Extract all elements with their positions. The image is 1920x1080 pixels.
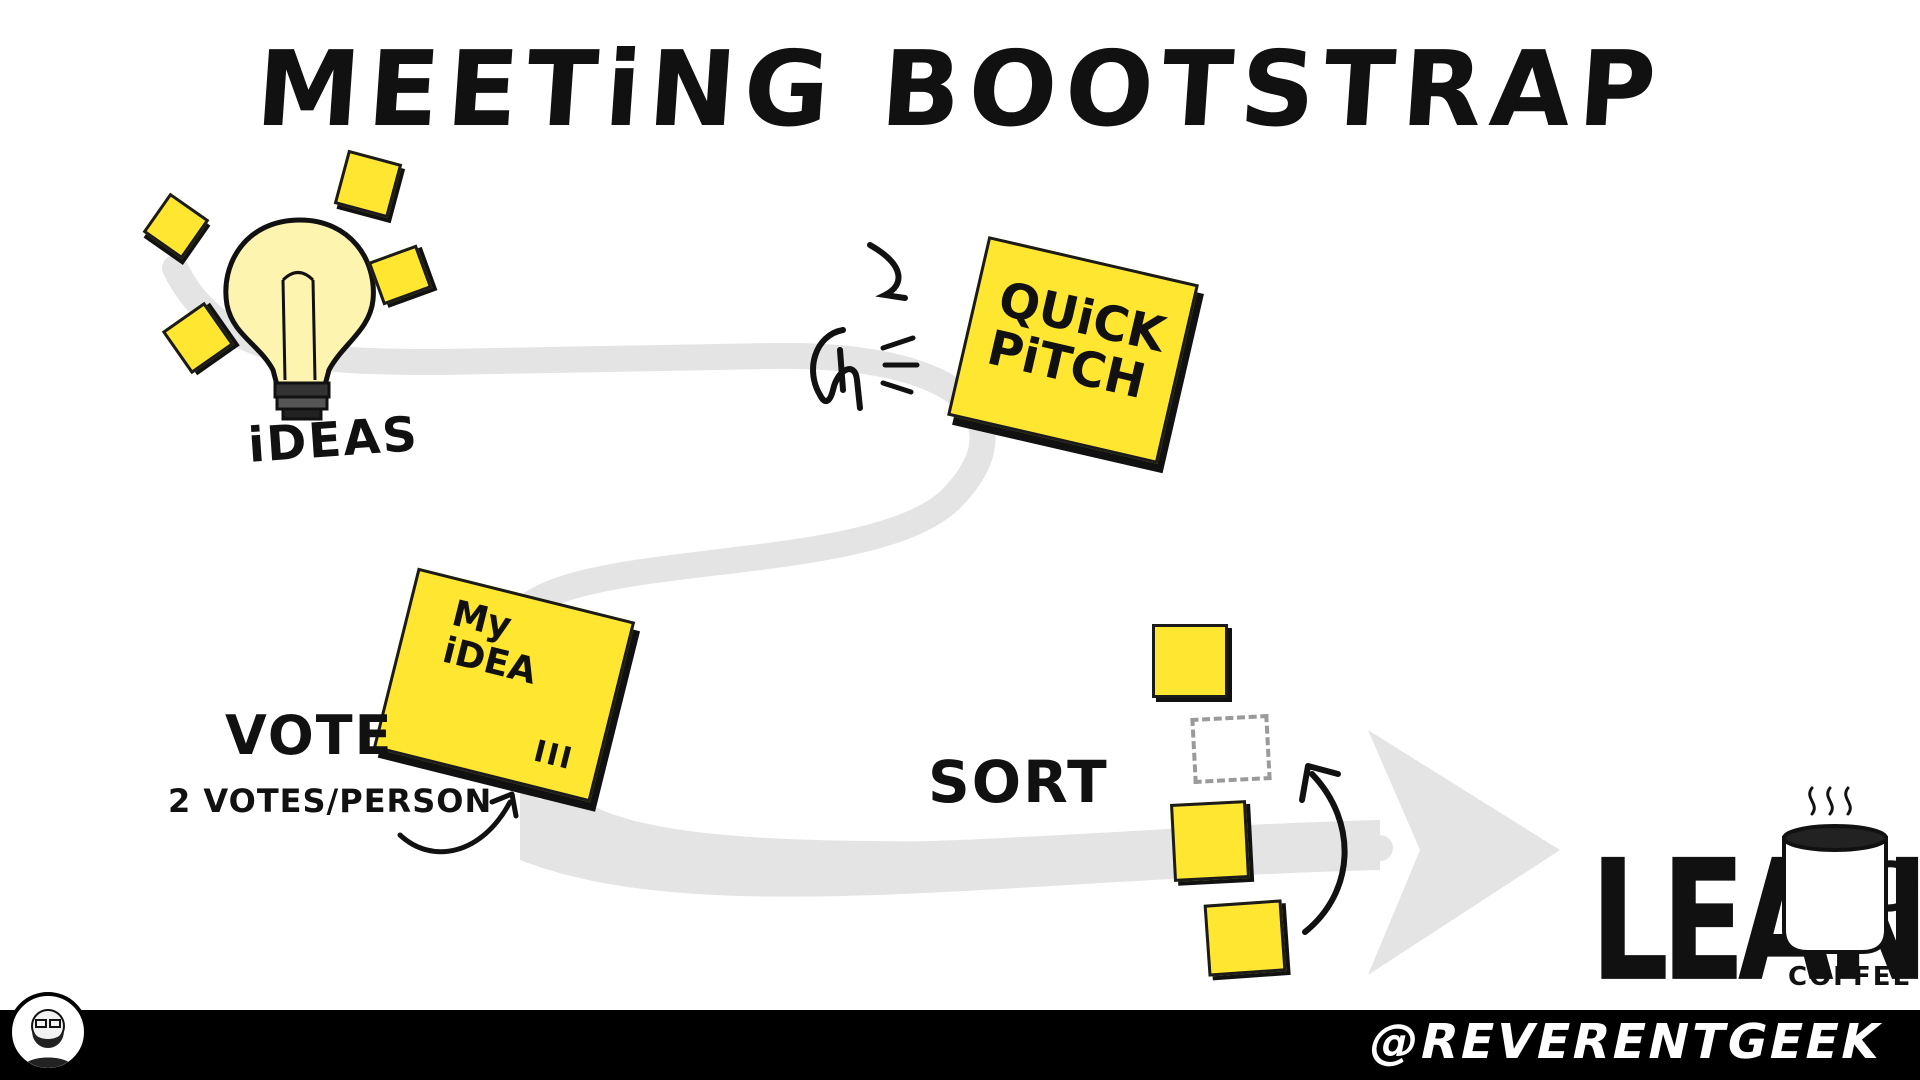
footer-bar — [0, 1010, 1920, 1080]
sort-square — [1203, 899, 1287, 977]
sort-label: SORT — [928, 748, 1109, 816]
my-idea-text: My iDEA — [438, 593, 541, 693]
author-handle: @REVERENTGEEK — [1364, 1014, 1888, 1070]
sort-square — [1170, 800, 1250, 882]
vote-tally: III — [530, 733, 578, 778]
page-title: MEETiNG BOOTSTRAP — [252, 28, 1668, 150]
quick-pitch-text: QUiCK PiTCH — [982, 270, 1171, 411]
megaphone-icon — [810, 242, 920, 411]
coffee-label: COFFEE — [1788, 962, 1913, 992]
votes-per-person-label: 2 VOTES/PERSON — [168, 782, 493, 820]
coffee-mug-icon — [1782, 786, 1917, 954]
ideas-label: iDEAS — [246, 406, 421, 474]
lightbulb-icon — [223, 217, 376, 421]
sort-empty-slot — [1190, 714, 1272, 784]
sort-arrow-icon — [1299, 763, 1348, 935]
avatar-icon — [8, 992, 88, 1072]
flow-arrowhead — [1368, 730, 1560, 975]
vote-label: VOTE — [225, 704, 394, 767]
vote-arrow-icon — [397, 791, 519, 855]
sort-square — [1152, 624, 1228, 698]
